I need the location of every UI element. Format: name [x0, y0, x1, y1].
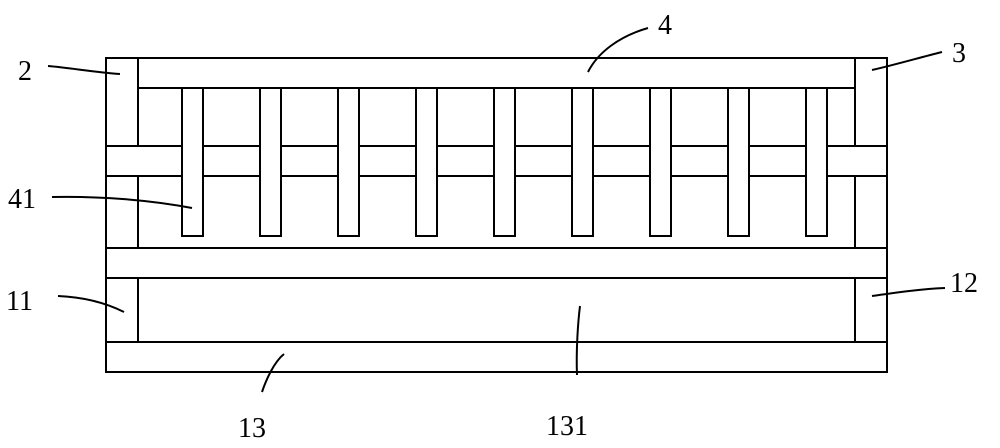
- tooth: [728, 88, 749, 236]
- callout-2: 2: [18, 56, 32, 87]
- callout-4: 4: [658, 10, 672, 41]
- tooth: [572, 88, 593, 236]
- tooth: [650, 88, 671, 236]
- callout-131: 131: [546, 411, 588, 442]
- callout-11: 11: [6, 286, 33, 317]
- callout-3: 3: [952, 38, 966, 69]
- tooth: [182, 88, 203, 236]
- tooth: [806, 88, 827, 236]
- tooth: [338, 88, 359, 236]
- callout-41: 41: [8, 184, 36, 215]
- top-bar: [106, 58, 887, 88]
- tooth: [494, 88, 515, 236]
- base-bar: [106, 342, 887, 372]
- middle-rail: [106, 248, 887, 278]
- tooth: [260, 88, 281, 236]
- tooth: [416, 88, 437, 236]
- callout-12: 12: [950, 268, 978, 299]
- callout-13: 13: [238, 413, 266, 444]
- right-lower-post: [855, 278, 887, 342]
- comb-teeth: [182, 88, 827, 236]
